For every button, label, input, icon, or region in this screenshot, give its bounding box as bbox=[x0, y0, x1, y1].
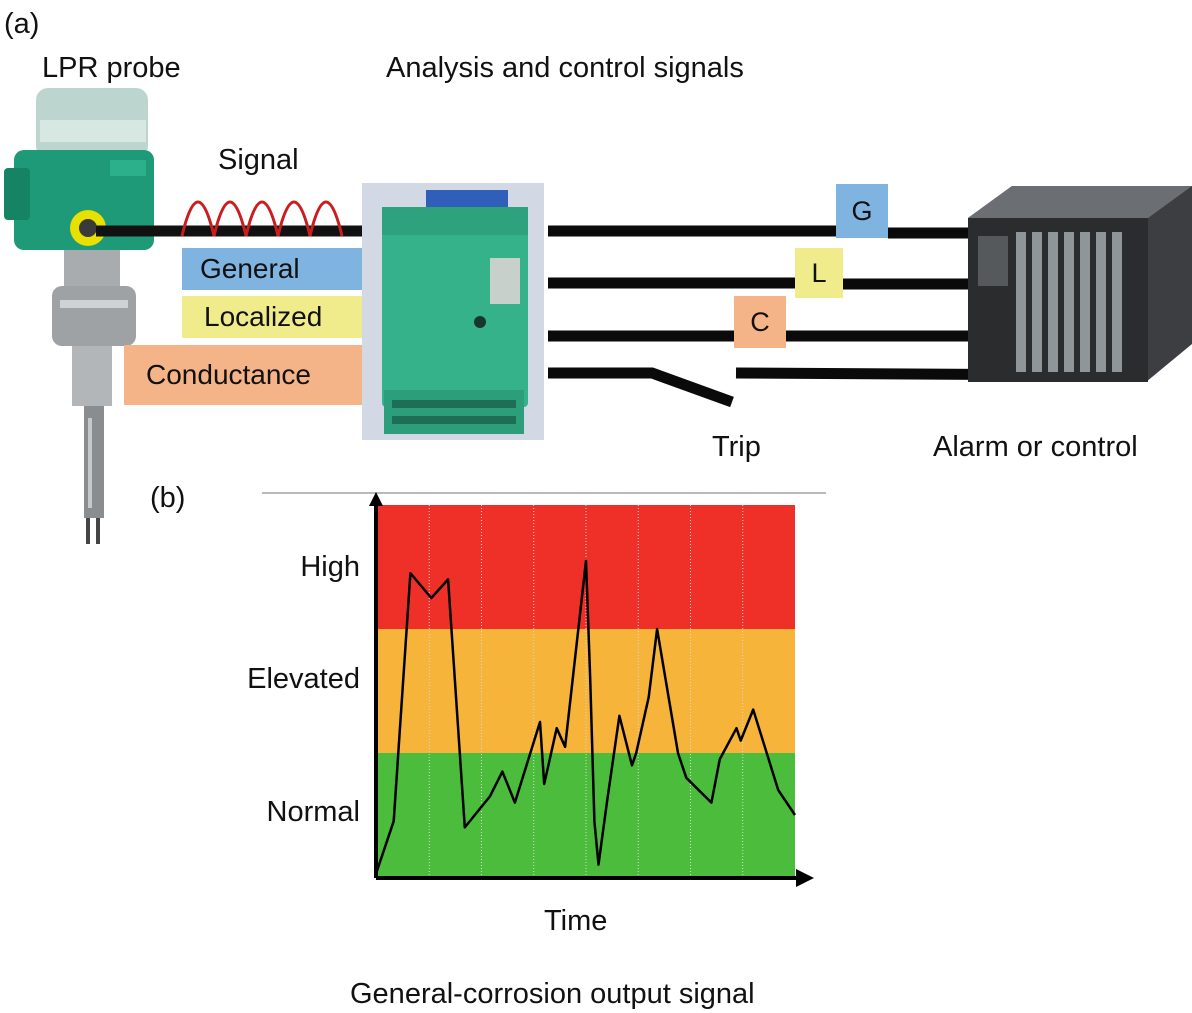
lpr-probe-illustration bbox=[4, 88, 154, 544]
tag-conductance-text: Conductance bbox=[146, 359, 312, 390]
axes bbox=[369, 492, 814, 887]
tag-general-text: General bbox=[200, 253, 300, 284]
plc-controller bbox=[968, 186, 1192, 382]
y-tick-high: High bbox=[300, 551, 360, 583]
y-tick-elevated: Elevated bbox=[247, 663, 360, 695]
tag-localized: Localized bbox=[182, 296, 362, 338]
output-lines bbox=[548, 225, 1087, 408]
tag-conductance: Conductance bbox=[124, 345, 362, 405]
signal-wave bbox=[180, 200, 344, 237]
tag-general: General bbox=[182, 248, 362, 290]
x-axis-label: Time bbox=[544, 905, 608, 937]
analysis-label: Analysis and control signals bbox=[386, 52, 744, 84]
caption: General-corrosion output signal bbox=[350, 978, 755, 1010]
panel-b-label: (b) bbox=[150, 482, 186, 514]
output-tag-c: C bbox=[734, 296, 786, 348]
trip-label: Trip bbox=[712, 431, 761, 463]
series-line bbox=[375, 559, 797, 872]
output-tag-l: L bbox=[795, 248, 843, 298]
signal-label: Signal bbox=[218, 144, 299, 176]
analyzer-module bbox=[362, 183, 544, 440]
alarm-label: Alarm or control bbox=[933, 431, 1138, 463]
tag-localized-text: Localized bbox=[204, 301, 323, 332]
output-tag-g: G bbox=[836, 184, 888, 238]
probe-label: LPR probe bbox=[42, 52, 181, 84]
panel-a-label: (a) bbox=[4, 8, 40, 40]
y-tick-normal: Normal bbox=[266, 796, 360, 828]
